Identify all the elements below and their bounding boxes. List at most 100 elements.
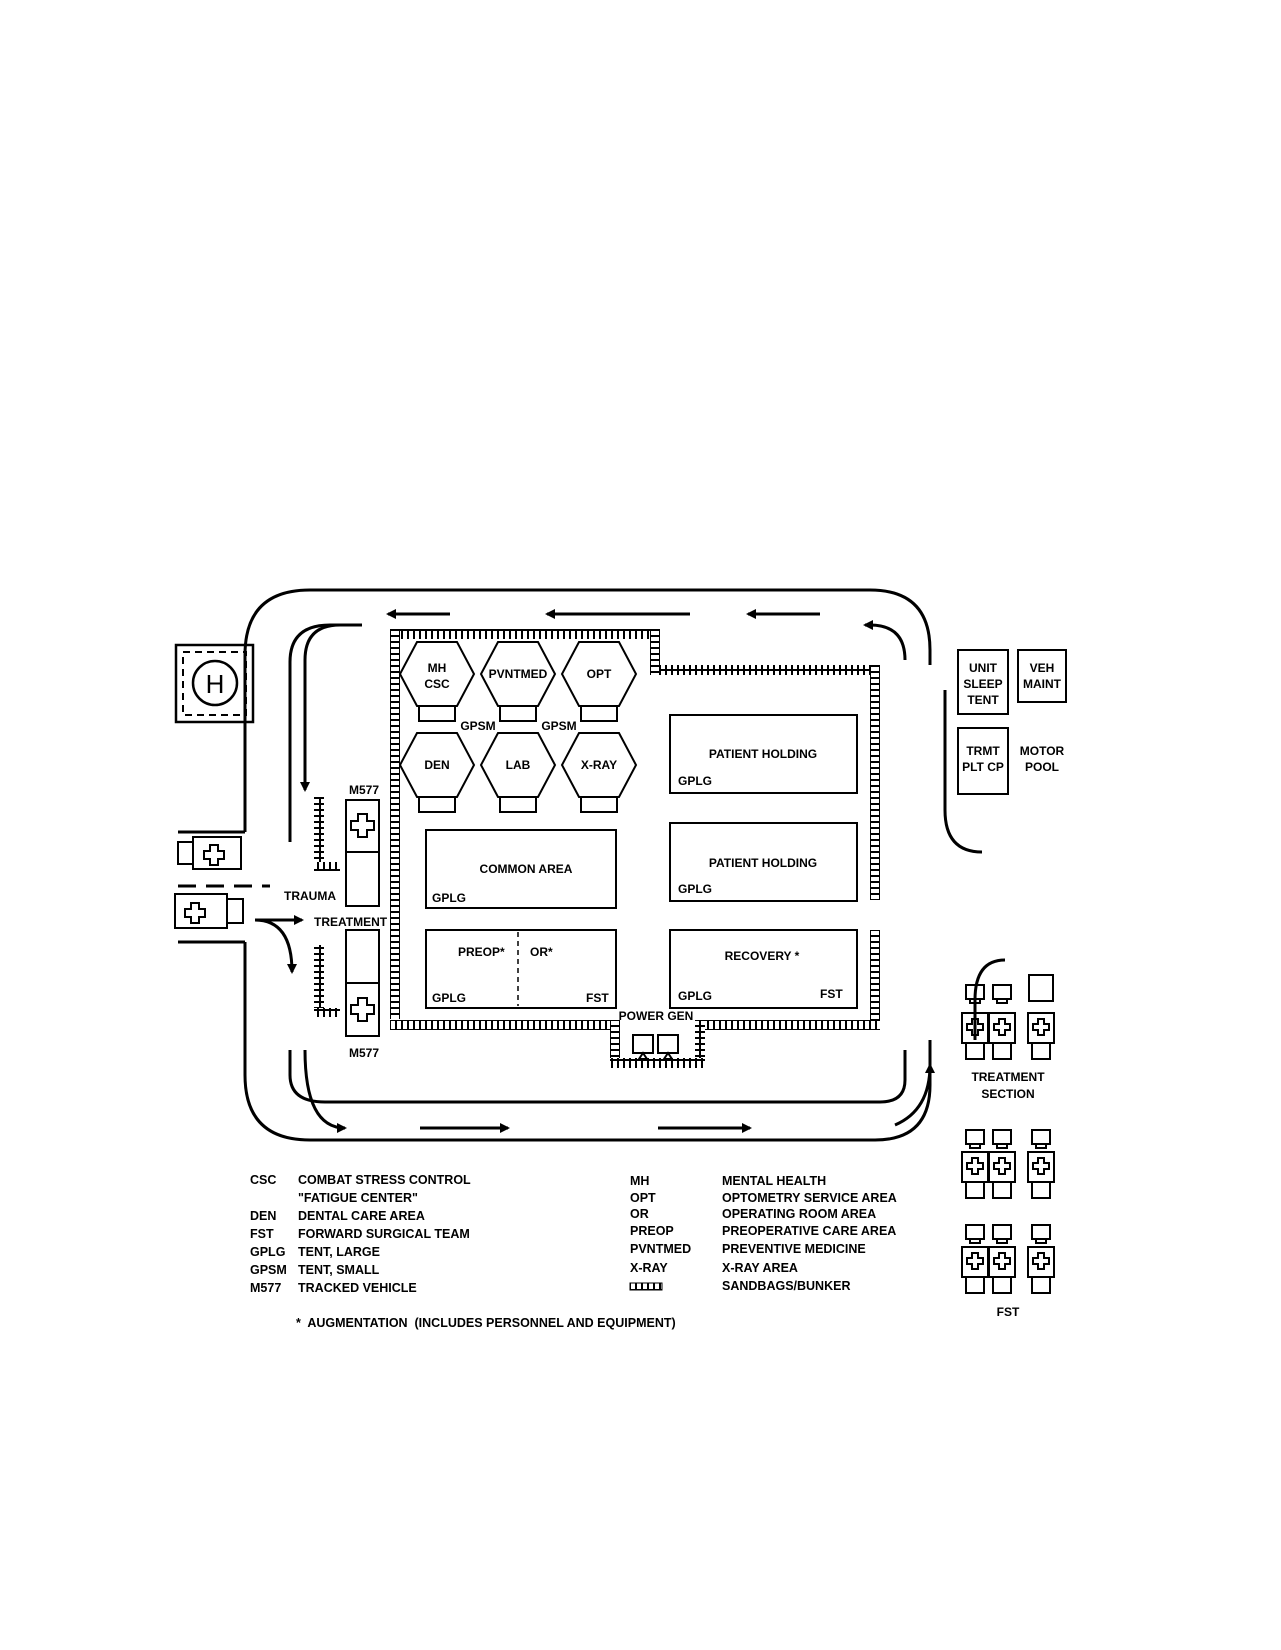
support-area <box>957 649 1067 795</box>
legend-left-desc-0: COMBAT STRESS CONTROL <box>298 1173 471 1187</box>
unit-sleep-label-3: TENT <box>967 693 999 707</box>
traffic-arrows <box>254 609 935 1133</box>
trmt-label-2: PLT CP <box>962 760 1004 774</box>
perimeter-road <box>178 588 1006 1142</box>
patient-holding-2-gplg-label: GPLG <box>678 882 712 896</box>
legend-left-desc-2: DENTAL CARE AREA <box>298 1209 425 1223</box>
red-cross-icon <box>993 1252 1011 1270</box>
red-cross-icon <box>966 1157 984 1175</box>
legend-left-abbr-5: GPSM <box>250 1263 287 1277</box>
unit-sleep-tent <box>957 649 1009 715</box>
recovery-gplg-label: GPLG <box>678 989 712 1003</box>
common-area-tent <box>425 829 617 909</box>
legend-right-desc-4: PREVENTIVE MEDICINE <box>722 1242 866 1256</box>
gpsm-label-left: GPSM <box>460 719 495 733</box>
legend-right-abbr-2: OR <box>630 1207 649 1221</box>
augmentation-note: * AUGMENTATION (INCLUDES PERSONNEL AND E… <box>296 1316 676 1330</box>
mh-label: MH <box>428 661 447 675</box>
legend-left-desc-5: TENT, SMALL <box>298 1263 380 1277</box>
trauma-label: TRAUMA <box>284 889 336 903</box>
unit-sleep-label-2: SLEEP <box>963 677 1002 691</box>
m577-vehicle-bottom <box>345 929 380 1037</box>
small-tents <box>398 641 638 813</box>
treatment-section-label-2: SECTION <box>981 1087 1034 1101</box>
patient-holding-1-gplg-label: GPLG <box>678 774 712 788</box>
ambulance-arriving <box>174 893 244 929</box>
red-cross-icon <box>1032 1157 1050 1175</box>
legend-right-abbr-3: PREOP <box>630 1224 674 1238</box>
csc-label: CSC <box>424 677 450 691</box>
legend: CSC COMBAT STRESS CONTROL "FATIGUE CENTE… <box>250 1173 897 1330</box>
legend-left-abbr-3: FST <box>250 1227 274 1241</box>
legend-left-abbr-2: DEN <box>250 1209 276 1223</box>
legend-right-desc-3: PREOPERATIVE CARE AREA <box>722 1224 896 1238</box>
patient-holding-2-label: PATIENT HOLDING <box>709 856 817 870</box>
unit-sleep-label-1: UNIT <box>969 661 998 675</box>
legend-right-desc-1: OPTOMETRY SERVICE AREA <box>722 1191 897 1205</box>
legend-left-desc-6: TRACKED VEHICLE <box>298 1281 417 1295</box>
recovery-label: RECOVERY * <box>725 949 800 963</box>
motor-pool-label-2: POOL <box>1025 760 1059 774</box>
red-cross-icon <box>1032 1018 1050 1036</box>
red-cross-icon <box>966 1018 984 1036</box>
power-gen-label: POWER GEN <box>619 1009 694 1023</box>
pvntmed-label: PVNTMED <box>489 667 548 681</box>
patient-holding-1-label: PATIENT HOLDING <box>709 747 817 761</box>
legend-left-desc-4: TENT, LARGE <box>298 1245 380 1259</box>
power-generators <box>632 1034 679 1060</box>
common-area-gplg-label: GPLG <box>432 891 466 905</box>
red-cross-icon <box>350 813 375 838</box>
red-cross-icon <box>1032 1252 1050 1270</box>
treatment-label: TREATMENT <box>314 915 388 929</box>
large-tents <box>425 714 858 1009</box>
red-cross-icon <box>203 844 225 866</box>
red-cross-icon <box>184 902 206 924</box>
common-area-label: COMMON AREA <box>480 862 573 876</box>
lab-label: LAB <box>506 758 531 772</box>
legend-left-abbr-6: M577 <box>250 1281 281 1295</box>
trmt-plt-cp <box>957 727 1009 795</box>
m577-bottom-label: M577 <box>349 1046 379 1060</box>
legend-right-abbr-1: OPT <box>630 1191 656 1205</box>
red-cross-icon <box>350 997 375 1022</box>
recovery-tent <box>669 929 858 1009</box>
patient-holding-tent-1 <box>669 714 858 794</box>
sandbag-bunker-perimeter <box>314 629 880 1068</box>
or-label: OR* <box>530 945 553 959</box>
opt-label: OPT <box>587 667 612 681</box>
gpsm-label-right: GPSM <box>541 719 576 733</box>
treatment-section-vehicles <box>961 974 1055 1060</box>
preop-fst-label: FST <box>586 991 609 1005</box>
legend-right-abbr-4: PVNTMED <box>630 1242 691 1256</box>
fst-group-label: FST <box>997 1305 1020 1319</box>
helipad: H <box>174 643 255 724</box>
red-cross-icon <box>993 1018 1011 1036</box>
legend-right-desc-0: MENTAL HEALTH <box>722 1174 826 1188</box>
preop-label: PREOP* <box>458 945 505 959</box>
legend-right-desc-6: SANDBAGS/BUNKER <box>722 1279 850 1293</box>
legend-right-desc-2: OPERATING ROOM AREA <box>722 1207 876 1221</box>
m577-vehicle-top <box>345 799 380 907</box>
legend-right-abbr-5: X-RAY <box>630 1261 668 1275</box>
preop-or-tent <box>425 929 617 1009</box>
treatment-section-label-1: TREATMENT <box>971 1070 1045 1084</box>
red-cross-icon <box>993 1157 1011 1175</box>
legend-left-desc-1: "FATIGUE CENTER" <box>298 1191 418 1205</box>
veh-maint-label-2: MAINT <box>1023 677 1062 691</box>
m577-top-label: M577 <box>349 783 379 797</box>
trmt-label-1: TRMT <box>966 744 1000 758</box>
red-cross-icon <box>966 1252 984 1270</box>
legend-left-abbr-0: CSC <box>250 1173 276 1187</box>
legend-right-desc-5: X-RAY AREA <box>722 1261 798 1275</box>
recovery-fst-label: FST <box>820 987 843 1001</box>
motor-pool-label-1: MOTOR <box>1020 744 1065 758</box>
helipad-label: H <box>206 669 225 699</box>
legend-left-abbr-4: GPLG <box>250 1245 285 1259</box>
sandbag-legend-icon <box>629 1282 663 1291</box>
diagram-labels: MH CSC PVNTMED OPT GPSM GPSM DEN LAB X-R… <box>284 661 1065 1319</box>
xray-label: X-RAY <box>581 758 617 772</box>
patient-holding-tent-2 <box>669 822 858 902</box>
veh-maint <box>1017 649 1067 703</box>
legend-left-desc-3: FORWARD SURGICAL TEAM <box>298 1227 470 1241</box>
veh-maint-label-1: VEH <box>1030 661 1055 675</box>
